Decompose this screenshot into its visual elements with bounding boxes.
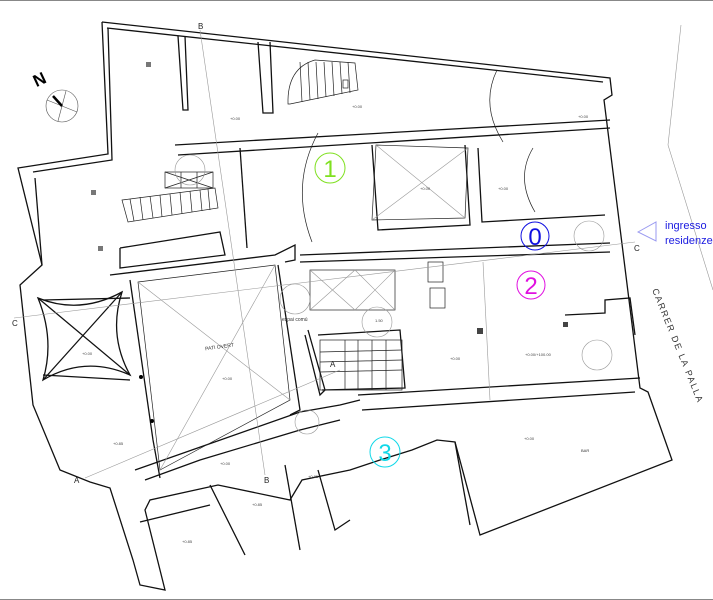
entrance-label: residenze [665,235,713,247]
vault-arc [489,69,504,143]
section-mark-b: B [198,22,203,31]
courtyard-label: PATI OVERT [205,342,234,352]
bar-label: BAR [581,448,589,453]
vault-arc [524,147,536,213]
svg-text:+0.85: +0.85 [308,474,319,479]
common-space-label: espai comú [282,317,308,323]
zone-marker-3: 3 [369,436,401,468]
svg-text:+0.85: +0.85 [182,539,193,544]
zone-marker-1: 1 [314,152,346,184]
svg-text:+0.00: +0.00 [352,104,363,109]
section-line-b [199,29,266,476]
svg-text:+0.00: +0.00 [578,114,589,119]
svg-text:+0.85: +0.85 [113,441,124,446]
svg-text:+0.00: +0.00 [82,351,93,356]
staircase-north [287,59,359,105]
section-mark-c: C [12,319,18,328]
section-mark-b: B [264,476,269,485]
svg-text:1: 1 [323,156,336,183]
entrance-label: ingresso [665,220,707,232]
exterior-walls [17,21,673,591]
void-skylight [371,144,469,221]
level-marks: +0.00 +0.00 +0.00 +0.00 +0.00 +0.00 +0.0… [82,104,589,544]
void-shafts [309,261,446,311]
section-line-c [13,241,636,319]
columns [91,62,568,423]
north-label: N [30,68,49,90]
svg-text:+0.00: +0.00 [222,376,233,381]
vault-arc [301,132,319,243]
svg-text:0: 0 [528,224,541,251]
entrance-arrow-icon [636,221,657,242]
svg-text:+0.00/+100.00: +0.00/+100.00 [525,352,552,357]
svg-text:+0.00: +0.00 [524,436,535,441]
section-mark-a: A [74,476,80,485]
north-arrow-icon: N [30,68,79,123]
interior-walls [42,35,641,556]
street-name: CARRER DE LA PALLA [650,287,705,405]
zone-marker-0: 0 [520,221,550,251]
zone-marker-2: 2 [516,270,546,300]
section-mark-a: A [330,360,336,369]
section-line-a [84,369,341,479]
section-mark-c: C [634,244,640,253]
void-courtyard [137,264,291,471]
divider-line [482,261,491,401]
svg-text:+0.00: +0.00 [220,461,231,466]
staircase-central [319,339,403,391]
svg-text:+0.00: +0.00 [420,186,431,191]
svg-text:3: 3 [378,440,391,467]
svg-text:+0.00: +0.00 [230,116,241,121]
turning-circles: 1.50 [174,154,613,435]
street-edge-line [667,24,713,291]
staircase-west [121,171,219,223]
svg-text:2: 2 [524,273,537,300]
svg-text:+0.00: +0.00 [450,356,461,361]
svg-text:+0.00: +0.00 [498,186,509,191]
svg-text:1.50: 1.50 [375,318,384,323]
svg-text:+0.85: +0.85 [252,502,263,507]
page-top-border [0,0,713,1]
